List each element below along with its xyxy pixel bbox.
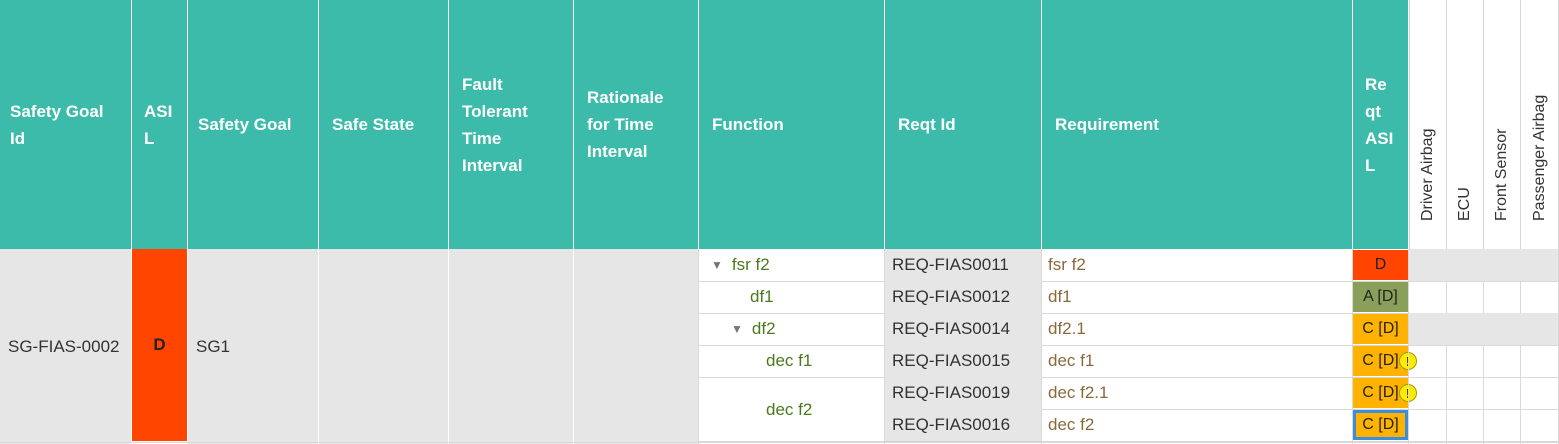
requirement-text: df1 — [1048, 287, 1072, 306]
requirement-text: df2.1 — [1048, 319, 1086, 338]
reqt-asil-badge[interactable]: C [D] — [1353, 378, 1408, 408]
requirement-text: dec f2 — [1048, 415, 1095, 434]
collapse-triangle-icon[interactable]: ▼ — [711, 258, 723, 272]
function-label: df2 — [751, 319, 776, 338]
reqt-asil-badge[interactable]: C [D] — [1353, 410, 1408, 440]
reqt-asil-text: C [D] — [1362, 352, 1399, 369]
requirement-cell[interactable]: fsr f2 — [1042, 249, 1352, 281]
reqt-asil-text: A [D] — [1363, 288, 1398, 305]
header-driver-airbag[interactable]: Driver Airbag — [1409, 0, 1446, 249]
function-row[interactable]: ▼ fsr f2 — [699, 249, 884, 281]
requirement-text: fsr f2 — [1048, 255, 1086, 274]
function-row[interactable]: dec f2 — [699, 377, 884, 442]
safety-goal-name-cell[interactable]: SG1 — [188, 249, 318, 444]
reqt-id-text: REQ-FIAS0015 — [892, 351, 1011, 370]
reqt-asil-badge[interactable]: D — [1353, 250, 1408, 280]
header-label: Safe State — [332, 115, 415, 134]
header-reqt-id[interactable]: Reqt Id — [885, 0, 1041, 249]
rationale-cell[interactable] — [574, 249, 698, 444]
matrix-disabled-row — [1409, 249, 1559, 281]
reqt-id-text: REQ-FIAS0011 — [892, 255, 1009, 274]
header-label: Safety Goal — [198, 115, 292, 134]
goal-asil-cell[interactable]: D — [132, 249, 187, 441]
header-label: Re qt ASI L — [1365, 74, 1394, 175]
header-label: Rationale for Time Interval — [587, 88, 664, 161]
header-safety-goal[interactable]: Safety Goal — [188, 0, 318, 249]
goal-asil-text: D — [153, 335, 166, 354]
safety-goal-id-text: SG-FIAS-0002 — [8, 336, 120, 356]
vertical-header-label: ECU — [1456, 187, 1473, 221]
requirement-cell[interactable]: dec f2 — [1042, 409, 1352, 441]
collapse-triangle-icon[interactable]: ▼ — [731, 322, 743, 336]
header-ecu[interactable]: ECU — [1446, 0, 1483, 249]
reqt-asil-badge[interactable]: C [D] — [1353, 346, 1408, 376]
reqt-id-cell[interactable]: REQ-FIAS0016 — [885, 409, 1041, 441]
reqt-asil-badge[interactable]: C [D] — [1353, 314, 1408, 344]
reqt-asil-text: C [D] — [1362, 384, 1399, 401]
header-safe-state[interactable]: Safe State — [319, 0, 448, 249]
header-rationale[interactable]: Rationale for Time Interval — [574, 0, 698, 249]
header-label: Fault Tolerant Time Interval — [462, 74, 528, 175]
safety-goal-name-text: SG1 — [196, 336, 231, 356]
header-requirement[interactable]: Requirement — [1042, 0, 1352, 249]
function-row[interactable]: dec f1 — [699, 345, 884, 377]
requirement-cell[interactable]: df1 — [1042, 281, 1352, 313]
reqt-id-text: REQ-FIAS0016 — [892, 415, 1011, 434]
header-function[interactable]: Function — [699, 0, 884, 249]
header-label: Requirement — [1055, 115, 1159, 134]
matrix-disabled-row — [1409, 313, 1559, 345]
function-label: dec f1 — [766, 351, 813, 370]
reqt-id-cell[interactable]: REQ-FIAS0014 — [885, 313, 1041, 345]
vertical-header-label: Passenger Airbag — [1530, 94, 1548, 221]
reqt-asil-text: C [D] — [1362, 416, 1399, 433]
reqt-id-cell[interactable]: REQ-FIAS0011 — [885, 249, 1041, 281]
reqt-asil-badge[interactable]: A [D] — [1353, 282, 1408, 312]
header-label: ASI L — [144, 101, 173, 148]
ftti-cell[interactable] — [449, 249, 573, 444]
header-label: Reqt Id — [898, 115, 956, 134]
requirement-cell[interactable]: dec f2.1 — [1042, 377, 1352, 409]
header-passenger-airbag[interactable]: Passenger Airbag — [1520, 0, 1559, 249]
header-safety-goal-id[interactable]: Safety Goal Id — [0, 0, 131, 249]
vertical-header-label: Driver Airbag — [1419, 128, 1436, 221]
header-reqt-asil[interactable]: Re qt ASI L — [1353, 0, 1408, 249]
requirement-text: dec f2.1 — [1048, 383, 1109, 402]
reqt-id-text: REQ-FIAS0012 — [892, 287, 1011, 306]
header-label: Function — [712, 115, 784, 134]
safety-goal-id-cell[interactable]: SG-FIAS-0002 — [0, 249, 131, 444]
reqt-id-text: REQ-FIAS0019 — [892, 383, 1011, 402]
header-ftti[interactable]: Fault Tolerant Time Interval — [449, 0, 573, 249]
reqt-asil-text: C [D] — [1362, 320, 1399, 337]
function-label: dec f2 — [766, 399, 813, 419]
header-front-sensor[interactable]: Front Sensor — [1483, 0, 1520, 249]
reqt-id-cell[interactable]: REQ-FIAS0015 — [885, 345, 1041, 377]
function-row[interactable]: df1 — [699, 281, 884, 313]
reqt-asil-text: D — [1374, 256, 1387, 273]
header-asil[interactable]: ASI L — [132, 0, 187, 249]
function-label: df1 — [750, 287, 774, 306]
reqt-id-cell[interactable]: REQ-FIAS0019 — [885, 377, 1041, 409]
function-label: fsr f2 — [731, 255, 770, 274]
requirement-text: dec f1 — [1048, 351, 1095, 370]
safe-state-cell[interactable] — [319, 249, 448, 444]
reqt-id-text: REQ-FIAS0014 — [892, 319, 1011, 338]
function-row[interactable]: ▼ df2 — [699, 313, 884, 345]
requirement-cell[interactable]: dec f1 — [1042, 345, 1352, 377]
vertical-header-label: Front Sensor — [1493, 128, 1510, 221]
header-label: Safety Goal Id — [10, 101, 104, 148]
reqt-id-cell[interactable]: REQ-FIAS0012 — [885, 281, 1041, 313]
requirement-cell[interactable]: df2.1 — [1042, 313, 1352, 345]
